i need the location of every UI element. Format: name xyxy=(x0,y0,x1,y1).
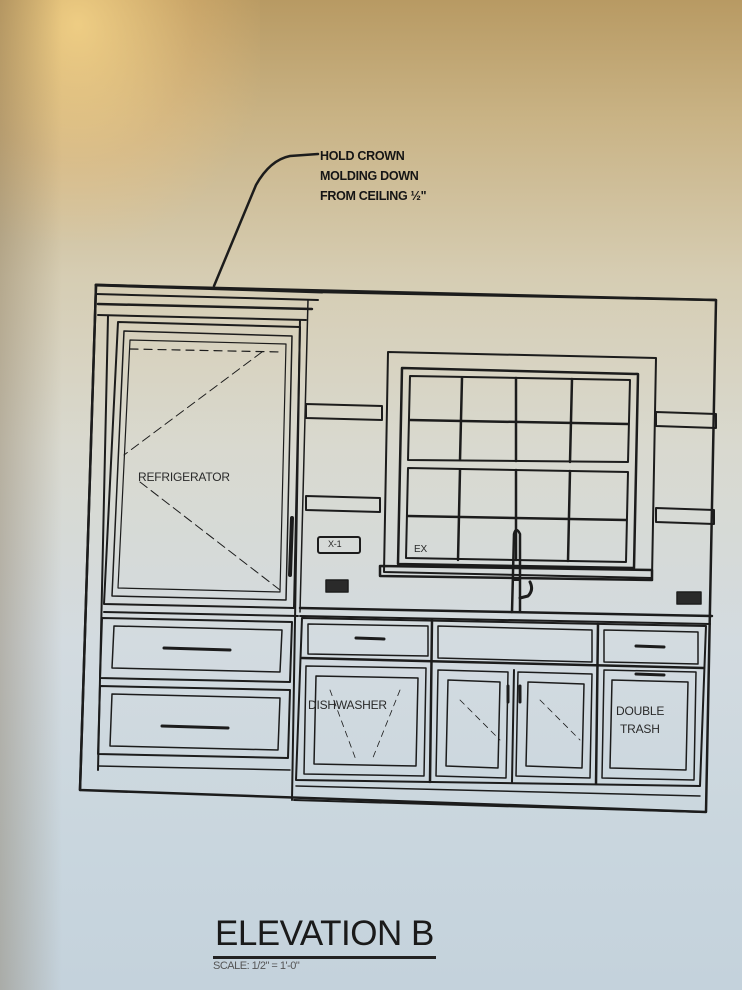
double-trash-label-line1: DOUBLE xyxy=(616,704,665,718)
refrigerator-cabinet xyxy=(78,283,324,801)
callout-line-2: MOLDING DOWN xyxy=(320,169,419,183)
countertop xyxy=(298,606,714,625)
crown-molding-callout: HOLD CROWN MOLDING DOWN FROM CEILING ½" xyxy=(320,146,427,206)
drawing-scale: SCALE: 1/2" = 1'-0" xyxy=(213,960,300,972)
callout-line-1: HOLD CROWN xyxy=(320,149,405,163)
callout-line-3: FROM CEILING ½" xyxy=(320,189,427,203)
dishwasher-label: DISHWASHER xyxy=(308,698,387,712)
refrigerator-label: REFRIGERATOR xyxy=(138,470,230,484)
base-cabinets xyxy=(293,617,707,813)
switch-tag: X-1 xyxy=(328,539,342,549)
window-tag: EX xyxy=(414,544,427,555)
outlet-right xyxy=(676,591,702,605)
wall-trim xyxy=(305,290,718,525)
callout-leader xyxy=(212,152,320,288)
drawing-title: ELEVATION B xyxy=(213,914,436,959)
faucet xyxy=(510,528,534,614)
window xyxy=(378,351,657,582)
outlet-left xyxy=(325,579,349,593)
switch-plate xyxy=(317,536,361,554)
double-trash-label-line2: TRASH xyxy=(620,722,660,736)
